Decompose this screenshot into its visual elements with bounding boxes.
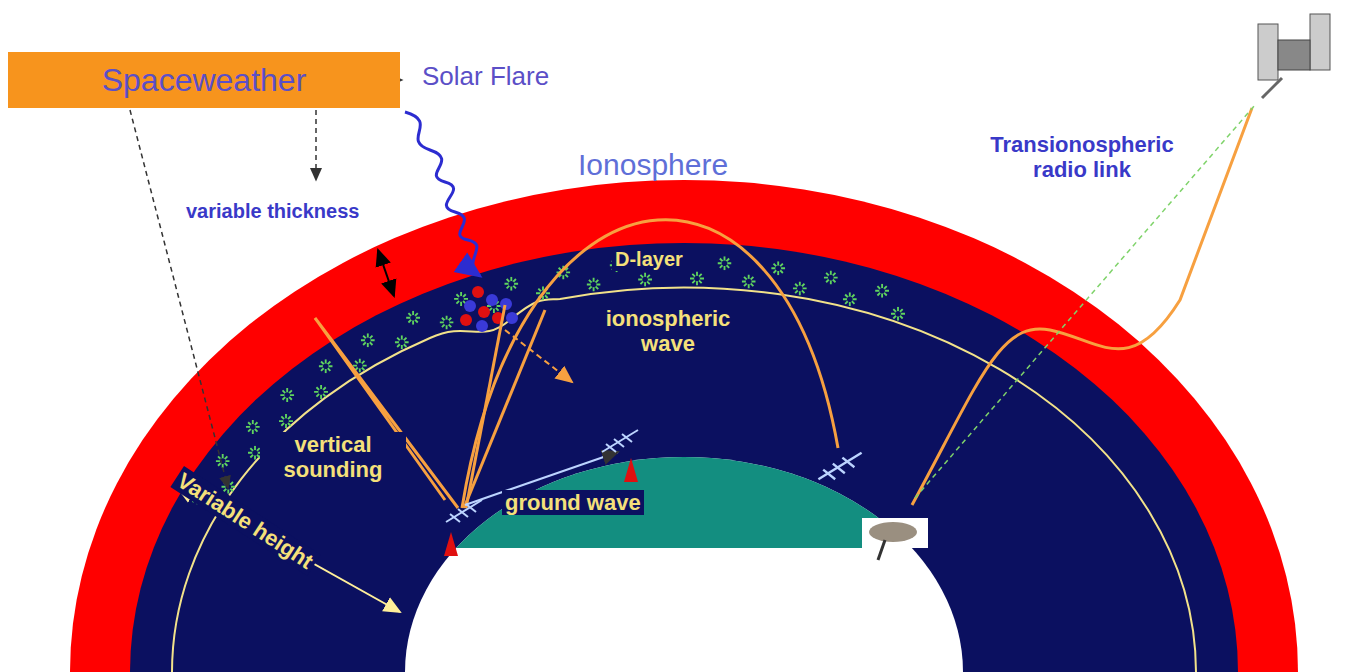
ion-dot <box>875 284 889 298</box>
ion-dot <box>718 256 732 270</box>
receiver-mast <box>624 458 638 482</box>
dashed-arrows <box>130 80 402 488</box>
ion-dot <box>504 277 518 291</box>
ion-dot <box>279 414 293 428</box>
ion-dot <box>793 281 807 295</box>
antenna <box>602 430 638 452</box>
label: ionospheric wave <box>590 306 746 357</box>
d-layer-boundary <box>172 288 1196 672</box>
label: Ionosphere <box>578 148 728 183</box>
ion-dot <box>843 292 857 306</box>
ion-dot <box>824 271 838 285</box>
ion-dot <box>406 311 420 325</box>
thickness-arrow <box>378 250 394 296</box>
ion-dots <box>190 255 905 504</box>
ion-dot <box>690 272 704 286</box>
outer-ionosphere <box>70 180 1298 672</box>
dish-station <box>862 518 928 560</box>
label: Solar Flare <box>422 62 549 92</box>
label: ground wave <box>502 490 644 515</box>
ion-dot <box>319 359 333 373</box>
ion-dot <box>440 315 454 329</box>
earth-hole <box>405 457 963 672</box>
transmitter-mast <box>444 532 458 556</box>
particle-cluster <box>460 286 518 332</box>
earth-surface <box>405 457 963 548</box>
ion-dot <box>314 385 328 399</box>
space-weather-box: Spaceweather <box>8 52 400 108</box>
satellite <box>1258 14 1330 98</box>
absorption-arrow <box>505 330 572 382</box>
atmosphere <box>130 243 1238 672</box>
ion-dot <box>361 333 375 347</box>
line-of-sight <box>915 105 1255 498</box>
antenna <box>818 453 861 479</box>
ion-dot <box>280 388 294 402</box>
radio-rays <box>315 108 1252 508</box>
ion-dot <box>638 273 652 287</box>
ion-dot <box>891 307 905 321</box>
label: vertical sounding <box>260 432 406 483</box>
ion-dot <box>742 275 756 289</box>
label: variable thickness <box>186 200 359 223</box>
ion-dot <box>216 454 230 468</box>
ion-dot <box>771 261 785 275</box>
label: Transionospheric radio link <box>967 132 1197 183</box>
ion-dot <box>246 420 260 434</box>
ion-dot <box>587 278 601 292</box>
ion-dot <box>395 335 409 349</box>
box-title: Spaceweather <box>102 62 307 99</box>
antenna <box>446 500 482 522</box>
label: D-layer <box>612 248 686 271</box>
solar-flare-wave <box>405 112 480 276</box>
